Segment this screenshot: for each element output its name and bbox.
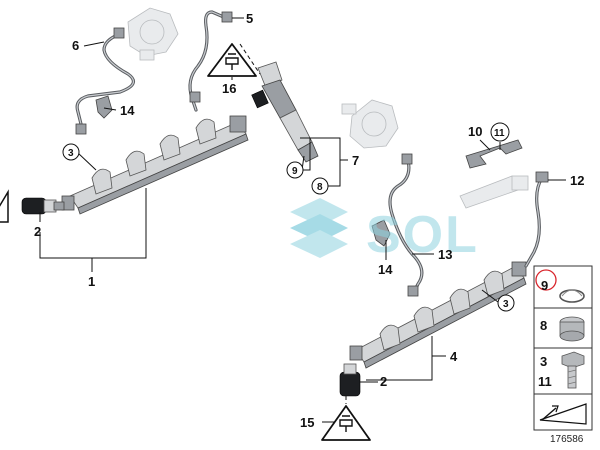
high-pressure-line-right-2 <box>524 171 549 268</box>
label-4: 4 <box>450 349 458 364</box>
warning-triangle-16 <box>207 43 257 77</box>
label-14-left: 14 <box>120 103 135 118</box>
label-9-circle <box>286 161 304 179</box>
legend-label-8: 8 <box>540 318 547 333</box>
legend-label-3: 3 <box>540 354 547 369</box>
label-10: 10 <box>468 124 482 139</box>
injector-clip <box>465 139 523 169</box>
label-3-right: 3 <box>503 299 509 310</box>
label-13: 13 <box>438 247 452 262</box>
legend-label-11: 11 <box>538 374 552 389</box>
label-2-left: 2 <box>34 224 41 239</box>
fuel-rail-left <box>61 115 249 215</box>
fuel-injector <box>251 61 319 163</box>
label-8: 8 <box>317 182 323 193</box>
label-3-left-circle <box>62 143 80 161</box>
leader-lines <box>39 17 566 423</box>
label-14-right: 14 <box>378 262 393 277</box>
high-pressure-pump-left-ghost <box>127 7 179 61</box>
label-5: 5 <box>246 11 253 26</box>
high-pressure-pump-right-ghost <box>341 99 399 149</box>
label-3-right-circle <box>497 294 515 312</box>
label-7: 7 <box>352 153 359 168</box>
high-pressure-line-right <box>388 153 424 297</box>
label-12: 12 <box>570 173 584 188</box>
label-11: 11 <box>494 128 505 139</box>
fuel-rail-right <box>349 261 527 369</box>
warning-triangle-15 <box>321 405 371 441</box>
legend-wedge-symbol <box>539 403 587 425</box>
warning-triangle-left-edge <box>0 189 9 223</box>
high-pressure-line-left <box>75 27 136 135</box>
pressure-sensor-left <box>21 197 65 215</box>
label-15: 15 <box>300 415 314 430</box>
label-2-right: 2 <box>380 374 387 389</box>
pipe-bracket-left <box>95 95 113 119</box>
watermark-logo <box>290 198 348 258</box>
label-9: 9 <box>292 166 298 177</box>
label-1: 1 <box>88 274 95 289</box>
diagram-number: 176586 <box>550 434 584 445</box>
label-11-circle <box>490 122 510 142</box>
legend-item-3-11: 3 11 <box>538 351 585 389</box>
highlight-circle <box>535 269 557 291</box>
injector-ghost-right <box>459 175 529 209</box>
legend-item-9: 9 <box>535 269 585 303</box>
pipe-bracket-right <box>371 219 391 247</box>
watermark-text: SOL <box>366 206 479 264</box>
pressure-sensor-right <box>339 363 361 397</box>
legend-item-8: 8 <box>540 316 585 342</box>
label-6: 6 <box>72 38 79 53</box>
callout-labels: 1 2 2 3 3 4 5 6 7 8 9 10 11 12 13 14 14 … <box>34 11 584 430</box>
label-3-left: 3 <box>68 148 74 159</box>
legend-label-9: 9 <box>541 278 548 293</box>
label-8-circle <box>311 177 329 195</box>
high-pressure-line-left-2 <box>188 10 233 112</box>
parts-legend: 9 8 3 11 <box>533 265 593 431</box>
label-16: 16 <box>222 81 236 96</box>
